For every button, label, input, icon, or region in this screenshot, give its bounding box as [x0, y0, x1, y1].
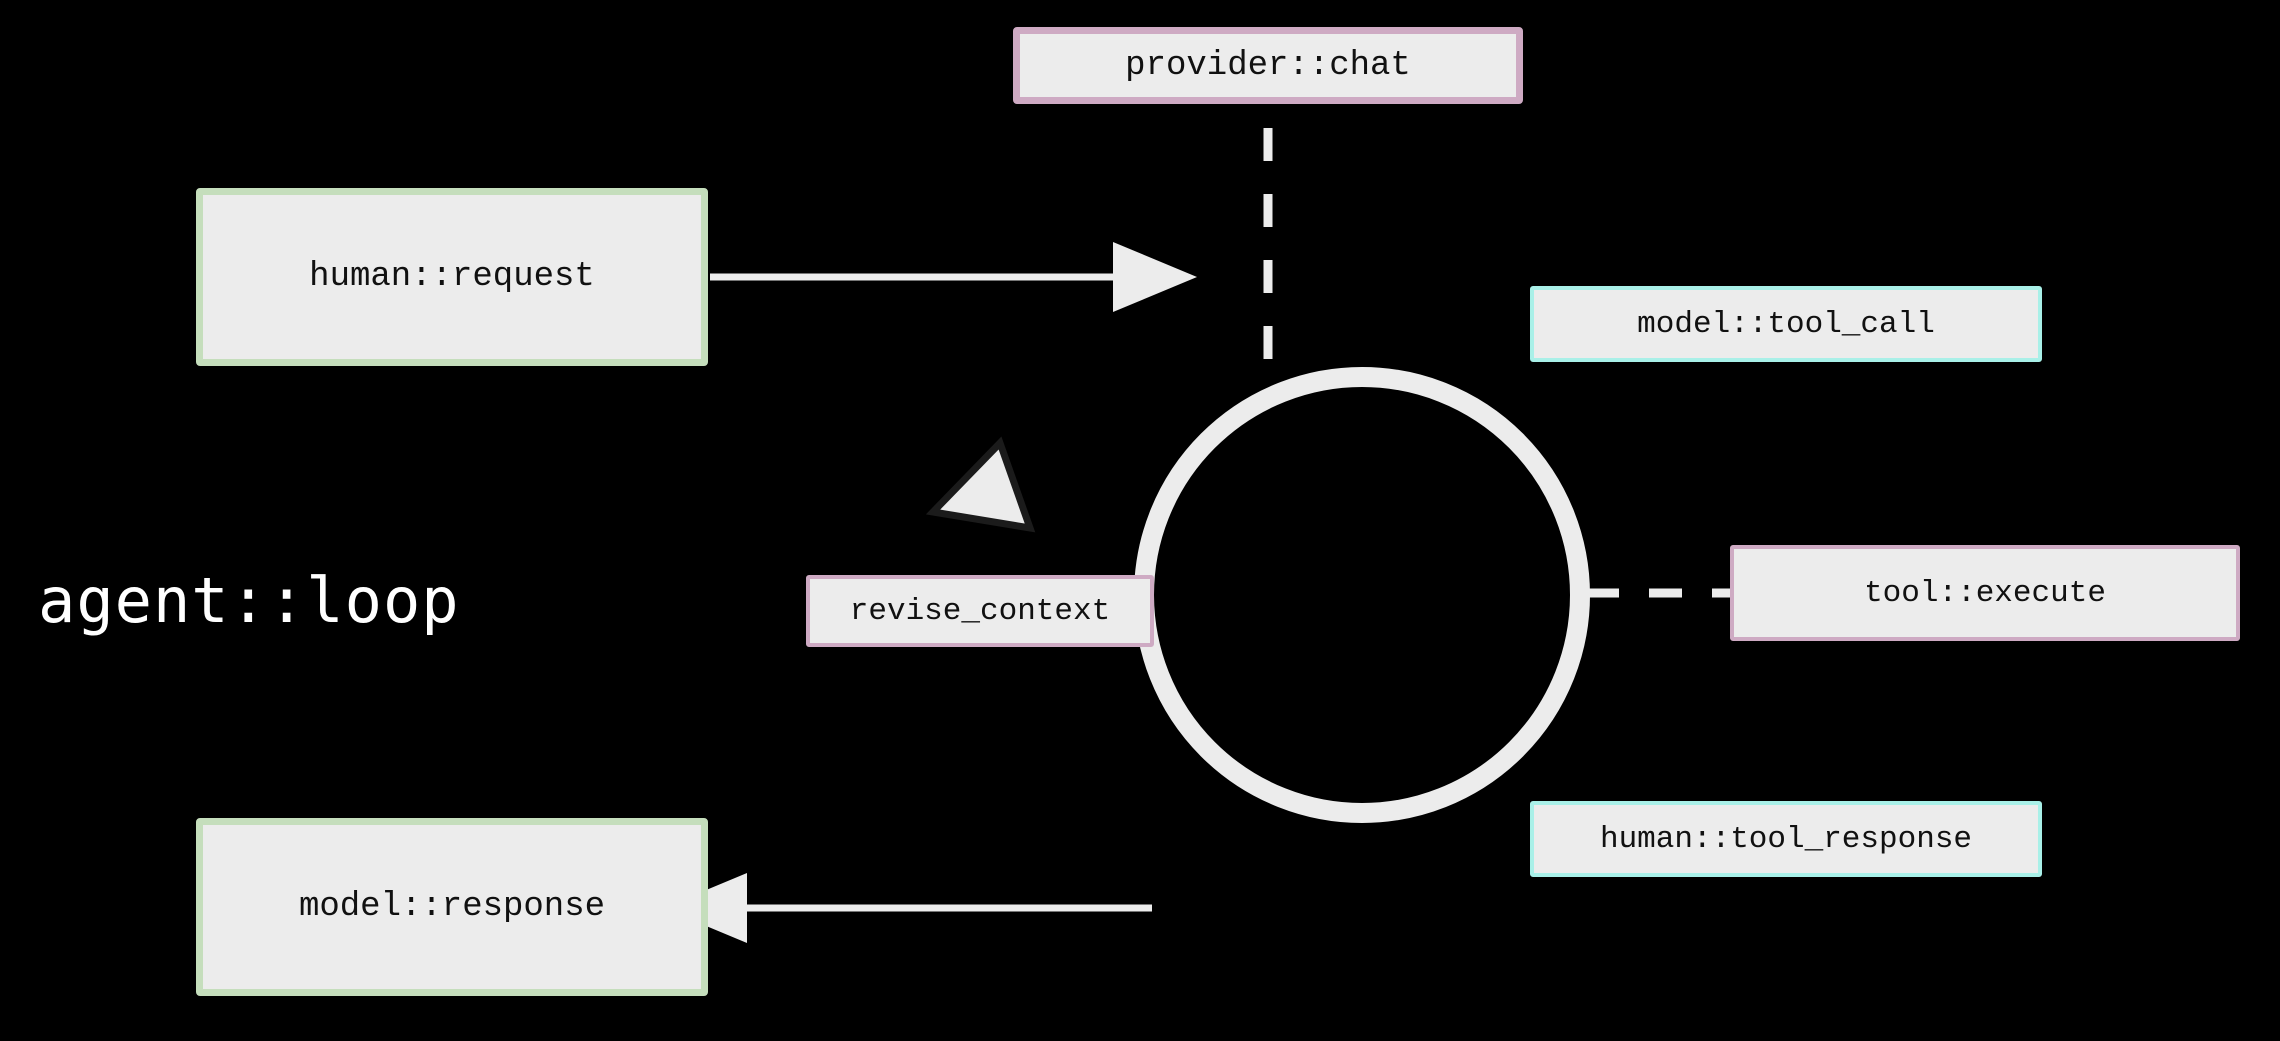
node-tool-execute-label: tool::execute — [1864, 575, 2106, 611]
node-human-tool-response[interactable]: human::tool_response — [1530, 801, 2042, 877]
node-human-request[interactable]: human::request — [196, 188, 708, 366]
node-revise-context[interactable]: revise_context — [806, 575, 1154, 647]
loop-direction-arrowhead — [925, 436, 1036, 533]
node-model-response[interactable]: model::response — [196, 818, 708, 996]
node-revise-context-label: revise_context — [849, 593, 1111, 629]
node-model-tool-call[interactable]: model::tool_call — [1530, 286, 2042, 362]
agent-loop-circle — [1134, 367, 1590, 823]
node-tool-execute[interactable]: tool::execute — [1730, 545, 2240, 641]
node-model-tool-call-label: model::tool_call — [1637, 306, 1935, 342]
node-human-tool-response-label: human::tool_response — [1599, 821, 1973, 857]
node-provider-chat[interactable]: provider::chat — [1013, 27, 1523, 104]
node-provider-chat-label: provider::chat — [1125, 46, 1411, 85]
node-human-request-label: human::request — [309, 258, 595, 296]
node-model-response-label: model::response — [298, 888, 606, 926]
page-title: agent::loop — [38, 564, 460, 637]
